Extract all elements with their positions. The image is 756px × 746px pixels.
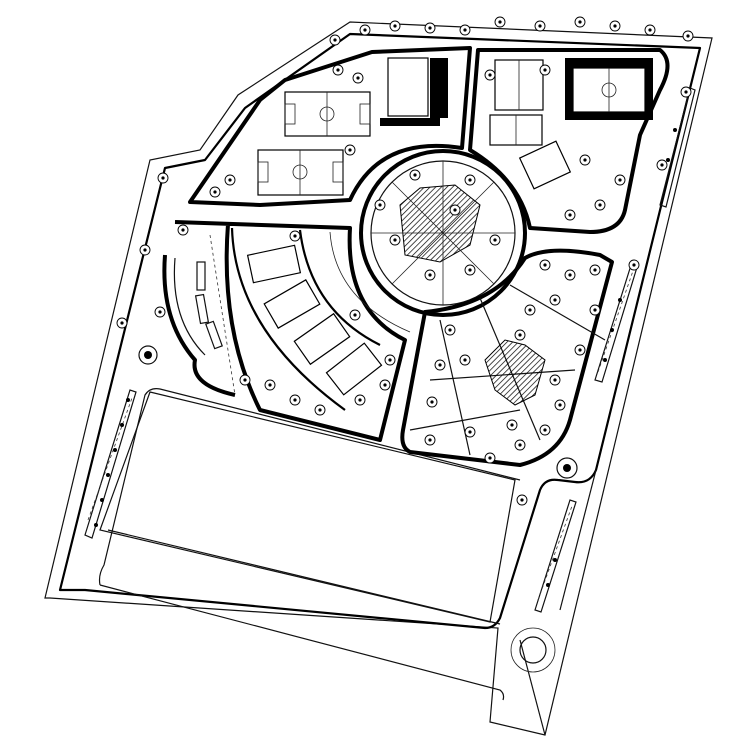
outer-road [44,21,713,736]
west-crescent-block [174,220,411,442]
southeast-sector-block [400,248,614,467]
southern-open-field [99,391,516,623]
roundabout-south [510,627,556,673]
north-roundabout-icon [138,345,578,479]
sports-block-east [468,48,670,234]
sports-block-west [188,46,472,207]
boundary-shrubs [94,128,677,587]
central-plaza [359,149,527,317]
west-strip-block [162,234,236,397]
